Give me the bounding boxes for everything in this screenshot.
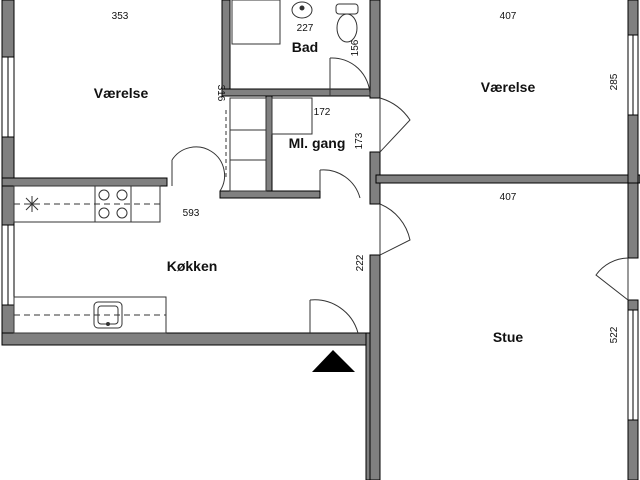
dim-bathroom-width: 227: [297, 23, 314, 34]
wall-bathroom-right: [369, 0, 381, 99]
room-label-bedroom-right: Værelse: [481, 79, 536, 95]
door-balcony: [595, 257, 629, 301]
room-labels: Værelse Bad Ml. gang Værelse Køkken Stue: [94, 39, 536, 345]
dim-kitchen-width: 593: [183, 208, 200, 219]
washbasin-icon: [291, 1, 313, 19]
fixtures: [13, 0, 359, 334]
dimension-labels: 353 316 227 156 172 173 407 285 593 222 …: [112, 11, 620, 343]
dim-hallway-width: 172: [314, 107, 331, 118]
dim-bedroom-right-height: 285: [609, 73, 620, 90]
wall-bedroom-right-bottom: [375, 174, 640, 184]
wall-living-left: [369, 254, 381, 480]
kitchen-sink-icon: [93, 301, 123, 329]
dim-bathroom-height: 156: [350, 39, 361, 56]
room-label-living-room: Stue: [493, 329, 524, 345]
wall-bathroom-bottom: [221, 88, 373, 97]
toilet-icon: [335, 3, 359, 43]
dim-hallway-height: 173: [354, 132, 365, 149]
bathroom-counter: [231, 0, 281, 45]
room-label-bedroom-left: Værelse: [94, 85, 149, 101]
door-entrance: [309, 299, 359, 334]
room-label-kitchen: Køkken: [167, 258, 218, 274]
room-label-bathroom: Bad: [292, 39, 318, 55]
door-hallway-kitchen: [319, 169, 361, 199]
dim-bedroom-right-width: 407: [500, 11, 517, 22]
dim-kitchen-height: 222: [355, 254, 366, 271]
door-bedroom-left: [171, 146, 226, 192]
wall-bedroom-left-bottom-b: [219, 190, 321, 199]
room-label-hallway: Ml. gang: [289, 135, 346, 151]
wall-hallway-closet: [265, 95, 273, 192]
door-bathroom: [329, 57, 371, 97]
stove-icon: [94, 185, 132, 223]
wall-bedroom-left-bottom-a: [1, 177, 168, 187]
windows: [1, 34, 639, 421]
dim-living-width: 407: [500, 192, 517, 203]
dim-living-height: 522: [609, 326, 620, 343]
closet-left: [229, 97, 267, 192]
door-living: [379, 203, 411, 256]
doors: [171, 57, 629, 334]
door-bedroom-right: [379, 97, 411, 153]
dim-bedroom-left-height: 316: [215, 85, 226, 102]
fridge-icon: [24, 196, 40, 212]
wall-kitchen-bottom: [1, 332, 369, 346]
dim-bedroom-left-width: 353: [112, 11, 129, 22]
wall-bedroom-left-right: [221, 0, 231, 97]
internal-walls: [265, 95, 273, 192]
entrance-triangle-icon: [312, 350, 355, 372]
closet-right: [271, 97, 313, 135]
wall-living-right: [627, 182, 639, 259]
